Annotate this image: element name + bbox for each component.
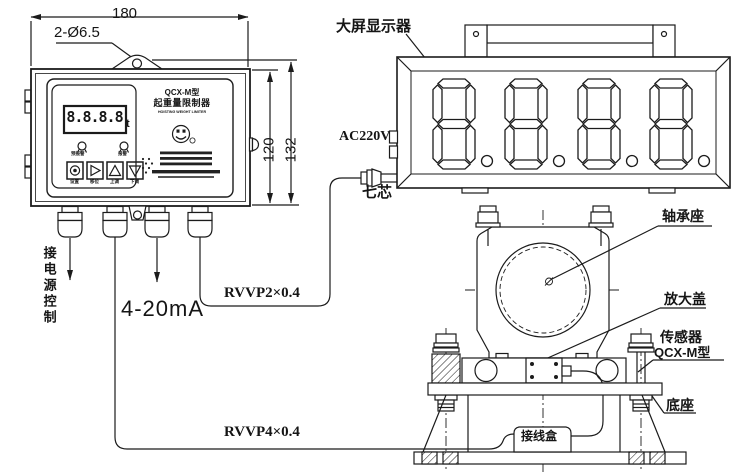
sensor-cable: [571, 370, 604, 437]
rvvp4-label: RVVP4×0.4: [224, 424, 300, 440]
sensor-bar: [461, 352, 627, 384]
speaker-holes: [141, 157, 154, 174]
sensor-label-line1: 传感器: [660, 329, 702, 345]
controller-box: [24, 54, 260, 283]
dimension-lines: [30, 14, 434, 206]
company-name-line: [152, 170, 220, 174]
set-button: [66, 161, 84, 180]
mounting-hole: [131, 58, 143, 69]
diameter-symbol: [545, 277, 553, 286]
set-button-label: 设置: [70, 179, 79, 184]
contact-info-lines: [152, 151, 220, 178]
left-anchor-bolt: [431, 333, 461, 412]
panel-name: 起重量限制器: [153, 98, 211, 108]
bearing-housing: [476, 226, 610, 359]
housing-bolts: [475, 205, 614, 246]
display-unit: [388, 24, 731, 194]
seven-core-plug: [360, 168, 399, 188]
output-4-20ma-label: 4-20mA: [121, 296, 205, 321]
pre-alarm-lamp-icon: [76, 141, 88, 153]
lcd-unit: t: [126, 118, 130, 130]
shift-button-icon: [90, 164, 102, 177]
down-button: [126, 161, 144, 180]
alarm-lamp-icon: [118, 141, 130, 153]
sensor-label-line2: QCX-M型: [654, 345, 711, 360]
down-button-label: 下调: [130, 179, 139, 184]
power-connector: [388, 130, 399, 144]
up-button-icon: [108, 164, 122, 177]
cable-rvvp4: [114, 237, 515, 450]
gland-display: [187, 205, 213, 238]
junction-box-label: 接线盒: [520, 429, 559, 443]
set-button-icon: [69, 165, 81, 176]
panel-model: QCX-M型: [164, 88, 200, 97]
up-button: [106, 161, 124, 180]
cable-rvvp2: [199, 177, 361, 307]
bearing-bore: [495, 242, 591, 338]
base-label: 底座: [666, 397, 694, 413]
panel-name-en: HOISTING WEIGHT LIMITER: [157, 110, 207, 114]
rvvp2-label: RVVP2×0.4: [224, 285, 300, 301]
amplifier-cover-label: 放大盖: [664, 291, 706, 307]
dim-height-outer: 132: [282, 137, 300, 163]
pre-alarm-lamp-label: 预报警: [71, 151, 85, 156]
dim-holes: 2-Ø6.5: [54, 24, 100, 41]
gland-output: [144, 205, 170, 238]
brand-logo: [171, 124, 196, 144]
display-label: 大屏显示器: [336, 18, 412, 35]
bearing-assembly: [413, 205, 724, 473]
up-button-label: 上调: [110, 179, 119, 184]
down-button-icon: [128, 165, 142, 178]
base-structure: [413, 382, 687, 465]
alarm-lamp-label: 报警: [118, 151, 127, 156]
dim-height-inner: 120: [260, 137, 278, 163]
bearing-seat-label: 轴承座: [662, 208, 704, 224]
shift-button-label: 移位: [90, 179, 99, 184]
display-digits: [432, 78, 711, 170]
lcd-value: 8.8.8.8: [66, 108, 123, 126]
dim-width: 180: [112, 5, 138, 22]
display-handle: [464, 24, 676, 58]
seven-core-label: 七芯: [362, 184, 393, 201]
control-panel: [46, 78, 234, 198]
right-anchor-bolt: [627, 333, 655, 412]
gland-power: [57, 205, 83, 238]
shift-button: [86, 161, 104, 180]
power-control-label: 接电源控制: [41, 246, 57, 326]
lcd-frame: [62, 104, 128, 135]
gland-sensor: [102, 205, 128, 238]
ac220v-label: AC220V: [339, 129, 391, 144]
cable-glands: [57, 205, 213, 238]
